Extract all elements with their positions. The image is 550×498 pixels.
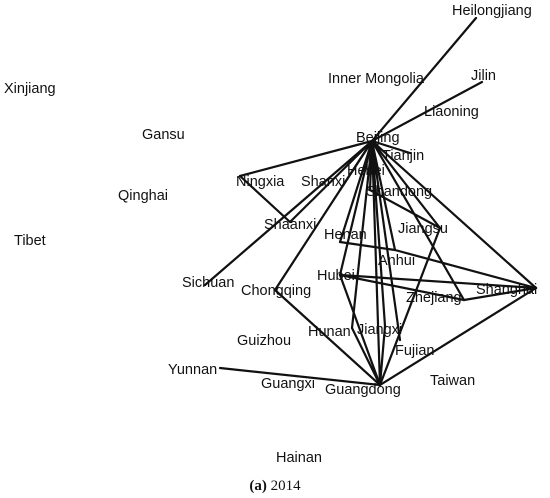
edge-anhui-shanghai	[393, 248, 538, 290]
node-label-guangdong: Guangdong	[325, 382, 401, 398]
edge-zhejiang-shanghai	[462, 286, 538, 302]
node-label-fujian: Fujian	[395, 343, 435, 359]
node-label-sichuan: Sichuan	[182, 275, 234, 291]
node-label-shandong: Shandong	[366, 184, 432, 200]
edge-beijing-hunan	[350, 139, 374, 330]
node-label-shaanxi: Shaanxi	[264, 217, 316, 233]
node-label-ningxia: Ningxia	[236, 174, 285, 190]
edge-henan-anhui	[338, 240, 397, 252]
node-label-zhejiang: Zhejiang	[406, 290, 462, 306]
edge-beijing-shanghai	[370, 139, 538, 290]
node-label-shanghai: Shanghai	[476, 282, 537, 298]
edge-chongqing-guangdong	[273, 288, 382, 387]
node-label-xinjiang: Xinjiang	[4, 81, 56, 97]
edge-beijing-chongqing	[273, 139, 374, 292]
caption-label: (a)	[249, 478, 267, 494]
edge-ningxia-shaanxi	[238, 174, 292, 224]
edge-beijing-jiangxi	[370, 139, 387, 328]
edge-beijing-ningxia	[238, 139, 374, 178]
node-label-hainan: Hainan	[276, 450, 322, 466]
node-label-hubei: Hubei	[317, 268, 355, 284]
edge-beijing-fujian	[370, 139, 402, 342]
edge-beijing-hubei	[338, 139, 374, 277]
node-label-jiangxi: Jiangxi	[357, 322, 402, 338]
edge-beijing-jiangsu	[370, 139, 442, 230]
node-label-shanxi: Shanxi	[301, 174, 345, 190]
edge-beijing-shaanxi	[288, 139, 374, 224]
edge-hunan-guangdong	[350, 326, 382, 387]
edge-beijing-guangdong	[370, 139, 382, 387]
edge-beijing-sichuan	[203, 139, 374, 287]
caption-year: 2014	[271, 478, 302, 494]
node-label-beijing: Beijing	[356, 130, 400, 146]
node-label-henan: Henan	[324, 227, 367, 243]
edge-hubei-zhejiang	[338, 273, 466, 302]
node-label-heilongjiang: Heilongjiang	[452, 3, 532, 19]
node-label-chongqing: Chongqing	[241, 283, 311, 299]
figure-caption: (a) 2014	[249, 478, 301, 494]
edge-beijing-henan	[338, 139, 374, 244]
node-label-anhui: Anhui	[378, 253, 415, 269]
edge-beijing-tianjin	[370, 139, 412, 155]
node-label-jiangsu: Jiangsu	[398, 221, 448, 237]
node-label-yunnan: Yunnan	[168, 362, 217, 378]
node-label-tibet: Tibet	[14, 233, 46, 249]
edge-beijing-anhui	[370, 139, 397, 252]
node-label-innermongolia: Inner Mongolia	[328, 71, 425, 87]
network-edges	[203, 16, 538, 387]
edge-jiangsu-guangdong	[378, 226, 442, 387]
edge-jiangxi-guangdong	[378, 324, 387, 387]
node-label-hunan: Hunan	[308, 324, 351, 340]
node-label-guizhou: Guizhou	[237, 333, 291, 349]
node-label-qinghai: Qinghai	[118, 188, 168, 204]
node-label-hebei: Hebei	[347, 163, 385, 179]
node-label-taiwan: Taiwan	[430, 373, 475, 389]
edge-shandong-jiangsu	[368, 188, 442, 230]
edge-beijing-jilin	[370, 80, 484, 143]
edge-hubei-shanghai	[338, 273, 538, 290]
node-label-gansu: Gansu	[142, 127, 185, 143]
edge-yunnan-guangdong	[218, 366, 382, 387]
edge-beijing-heilongjiang	[370, 16, 478, 143]
node-label-tianjin: Tianjin	[382, 148, 424, 164]
edge-shanghai-guangdong	[378, 286, 538, 387]
edge-beijing-zhejiang	[370, 139, 466, 302]
node-label-guangxi: Guangxi	[261, 376, 315, 392]
node-label-liaoning: Liaoning	[424, 104, 479, 120]
node-label-jilin: Jilin	[471, 68, 496, 84]
edge-hubei-guangdong	[338, 273, 382, 387]
